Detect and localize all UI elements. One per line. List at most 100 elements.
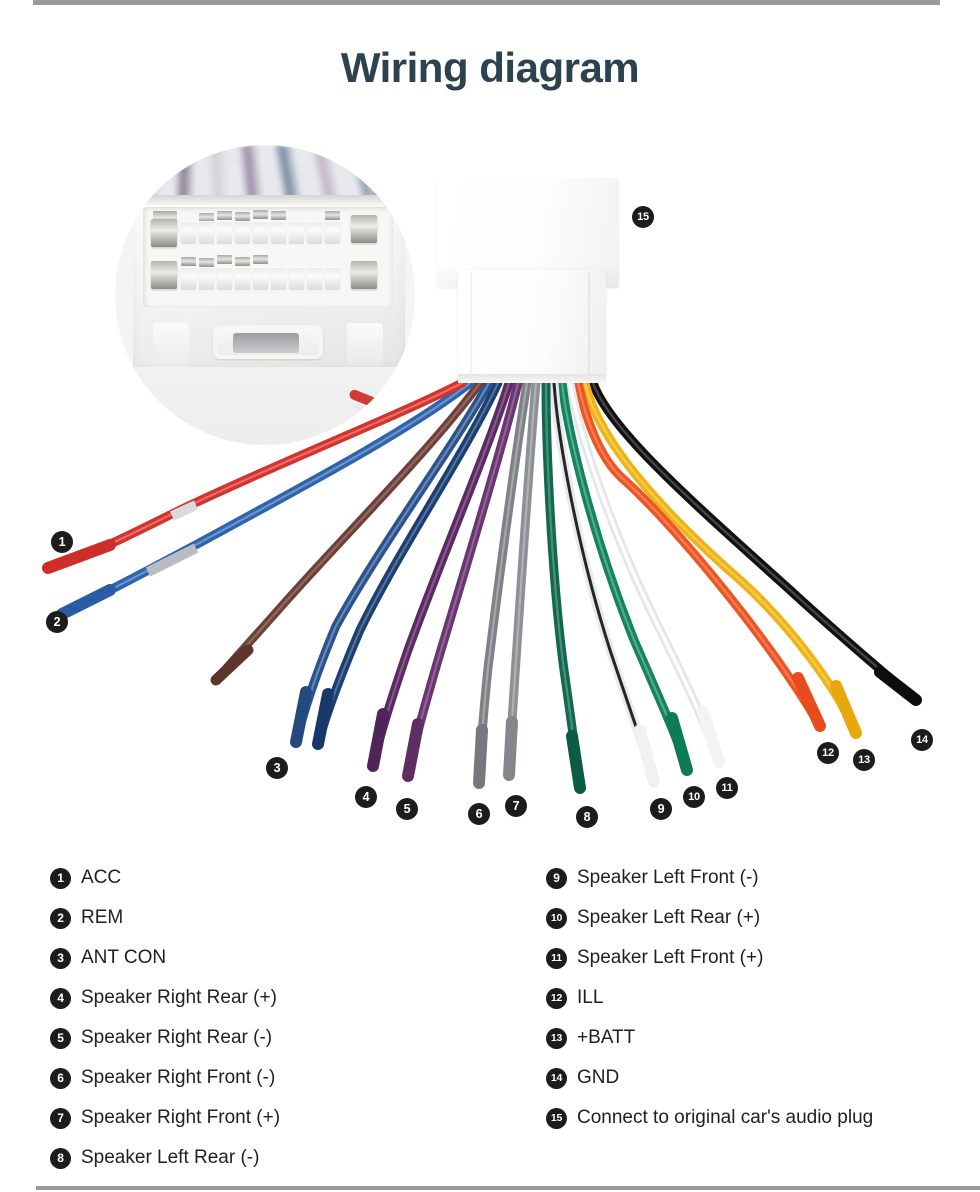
picture-marker-8: 8 [576, 806, 598, 828]
legend-label-13: +BATT [577, 1027, 636, 1048]
wire-2-crimp [145, 543, 199, 577]
photo-pin-metal [181, 257, 196, 266]
legend-label-10: Speaker Left Rear (+) [577, 907, 761, 928]
legend-row-5: 5 Speaker Right Rear (-) [50, 1018, 480, 1058]
wire-harness-illustration [42, 378, 922, 794]
legend-label-3: ANT CON [81, 947, 167, 968]
photo-connector-foot-left [153, 323, 189, 369]
photo-connector-latch-slot [233, 333, 299, 353]
connector-photo-inset [115, 145, 415, 445]
photo-pin-large [151, 261, 177, 289]
photo-pin-large [151, 219, 177, 247]
wire-1-crimp [169, 500, 199, 521]
legend-label-8: Speaker Left Rear (-) [81, 1147, 260, 1168]
photo-pin [271, 267, 286, 289]
wire-13-batt [580, 378, 861, 738]
legend-badge-1: 1 [50, 867, 71, 889]
photo-pin [181, 221, 196, 243]
legend-badge-9: 9 [546, 867, 567, 889]
legend-row-10: 10 Speaker Left Rear (+) [546, 898, 966, 938]
wire-11-tip [697, 706, 725, 768]
wire-8-tip [566, 730, 586, 794]
picture-marker-15: 15 [632, 206, 654, 228]
photo-pin [253, 267, 268, 289]
photo-pin-metal [199, 213, 214, 222]
photo-pin [217, 221, 232, 243]
photo-pin-metal [199, 258, 214, 267]
photo-pin-large [351, 215, 377, 243]
legend-badge-11: 11 [546, 947, 567, 969]
wire-9-tip [634, 724, 660, 788]
picture-marker-13: 13 [853, 749, 875, 771]
legend-row-1: 1 ACC [50, 858, 480, 898]
picture-marker-1: 1 [51, 531, 73, 553]
photo-pin-metal [235, 257, 250, 266]
photo-pin [199, 221, 214, 243]
legend-label-15: Connect to original car's audio plug [577, 1107, 874, 1128]
legend-badge-2: 2 [50, 907, 71, 929]
legend-label-7: Speaker Right Front (+) [81, 1107, 281, 1128]
wire-5-tip [402, 718, 424, 782]
photo-pin-metal [325, 211, 340, 220]
photo-pin [253, 221, 268, 243]
photo-pin-metal [217, 255, 232, 264]
wire-2-tip [56, 584, 116, 620]
legend-badge-3: 3 [50, 947, 71, 969]
photo-connector-top-edge [137, 195, 399, 205]
photo-pin [325, 267, 340, 289]
wire-1-tip [42, 539, 116, 574]
photo-pin [325, 221, 340, 243]
photo-pin [199, 267, 214, 289]
legend-badge-6: 6 [50, 1067, 71, 1089]
legend-row-9: 9 Speaker Left Front (-) [546, 858, 966, 898]
picture-marker-14: 14 [911, 729, 933, 751]
photo-pin [289, 267, 304, 289]
picture-marker-12: 12 [817, 742, 839, 764]
legend-label-1: ACC [81, 867, 122, 888]
picture-marker-5: 5 [396, 798, 418, 820]
legend-badge-12: 12 [546, 987, 567, 1009]
legend-label-6: Speaker Right Front (-) [81, 1067, 276, 1088]
legend-badge-15: 15 [546, 1107, 567, 1129]
photo-connector-foot-right [347, 323, 383, 365]
legend-row-6: 6 Speaker Right Front (-) [50, 1058, 480, 1098]
photo-pin [307, 267, 322, 289]
legend-label-9: Speaker Left Front (-) [577, 867, 759, 888]
picture-marker-7: 7 [505, 795, 527, 817]
photo-pin-metal [235, 212, 250, 221]
legend-label-5: Speaker Right Rear (-) [81, 1027, 273, 1048]
wire-4-tip [367, 708, 389, 772]
page-title: Wiring diagram [340, 44, 640, 91]
photo-pin-metal [271, 211, 286, 220]
picture-marker-10: 10 [683, 786, 705, 808]
legend-row-8: 8 Speaker Left Rear (-) [50, 1138, 480, 1178]
connector-rib-right [588, 272, 590, 380]
picture-marker-9: 9 [650, 798, 672, 820]
picture-marker-11: 11 [716, 777, 738, 799]
wire-7-tip [503, 716, 518, 781]
wire-12-tip [792, 672, 826, 732]
legend-badge-13: 13 [546, 1027, 567, 1049]
wire-12-highlight [576, 381, 822, 728]
legend-label-14: GND [577, 1067, 620, 1088]
legend-badge-8: 8 [50, 1147, 71, 1169]
wire-3-tip [290, 686, 312, 748]
photo-pin-metal [253, 255, 268, 264]
photo-pin [307, 221, 322, 243]
legend-row-3: 3 ANT CON [50, 938, 480, 978]
legend-row-13: 13 +BATT [546, 1018, 966, 1058]
legend-badge-5: 5 [50, 1027, 71, 1049]
legend-badge-10: 10 [546, 907, 567, 929]
bottom-divider [36, 1186, 980, 1190]
wire-14-tip [874, 666, 922, 706]
picture-marker-2: 2 [46, 611, 68, 633]
legend-label-4: Speaker Right Rear (+) [81, 987, 277, 1008]
wire-6-tip [473, 724, 488, 789]
